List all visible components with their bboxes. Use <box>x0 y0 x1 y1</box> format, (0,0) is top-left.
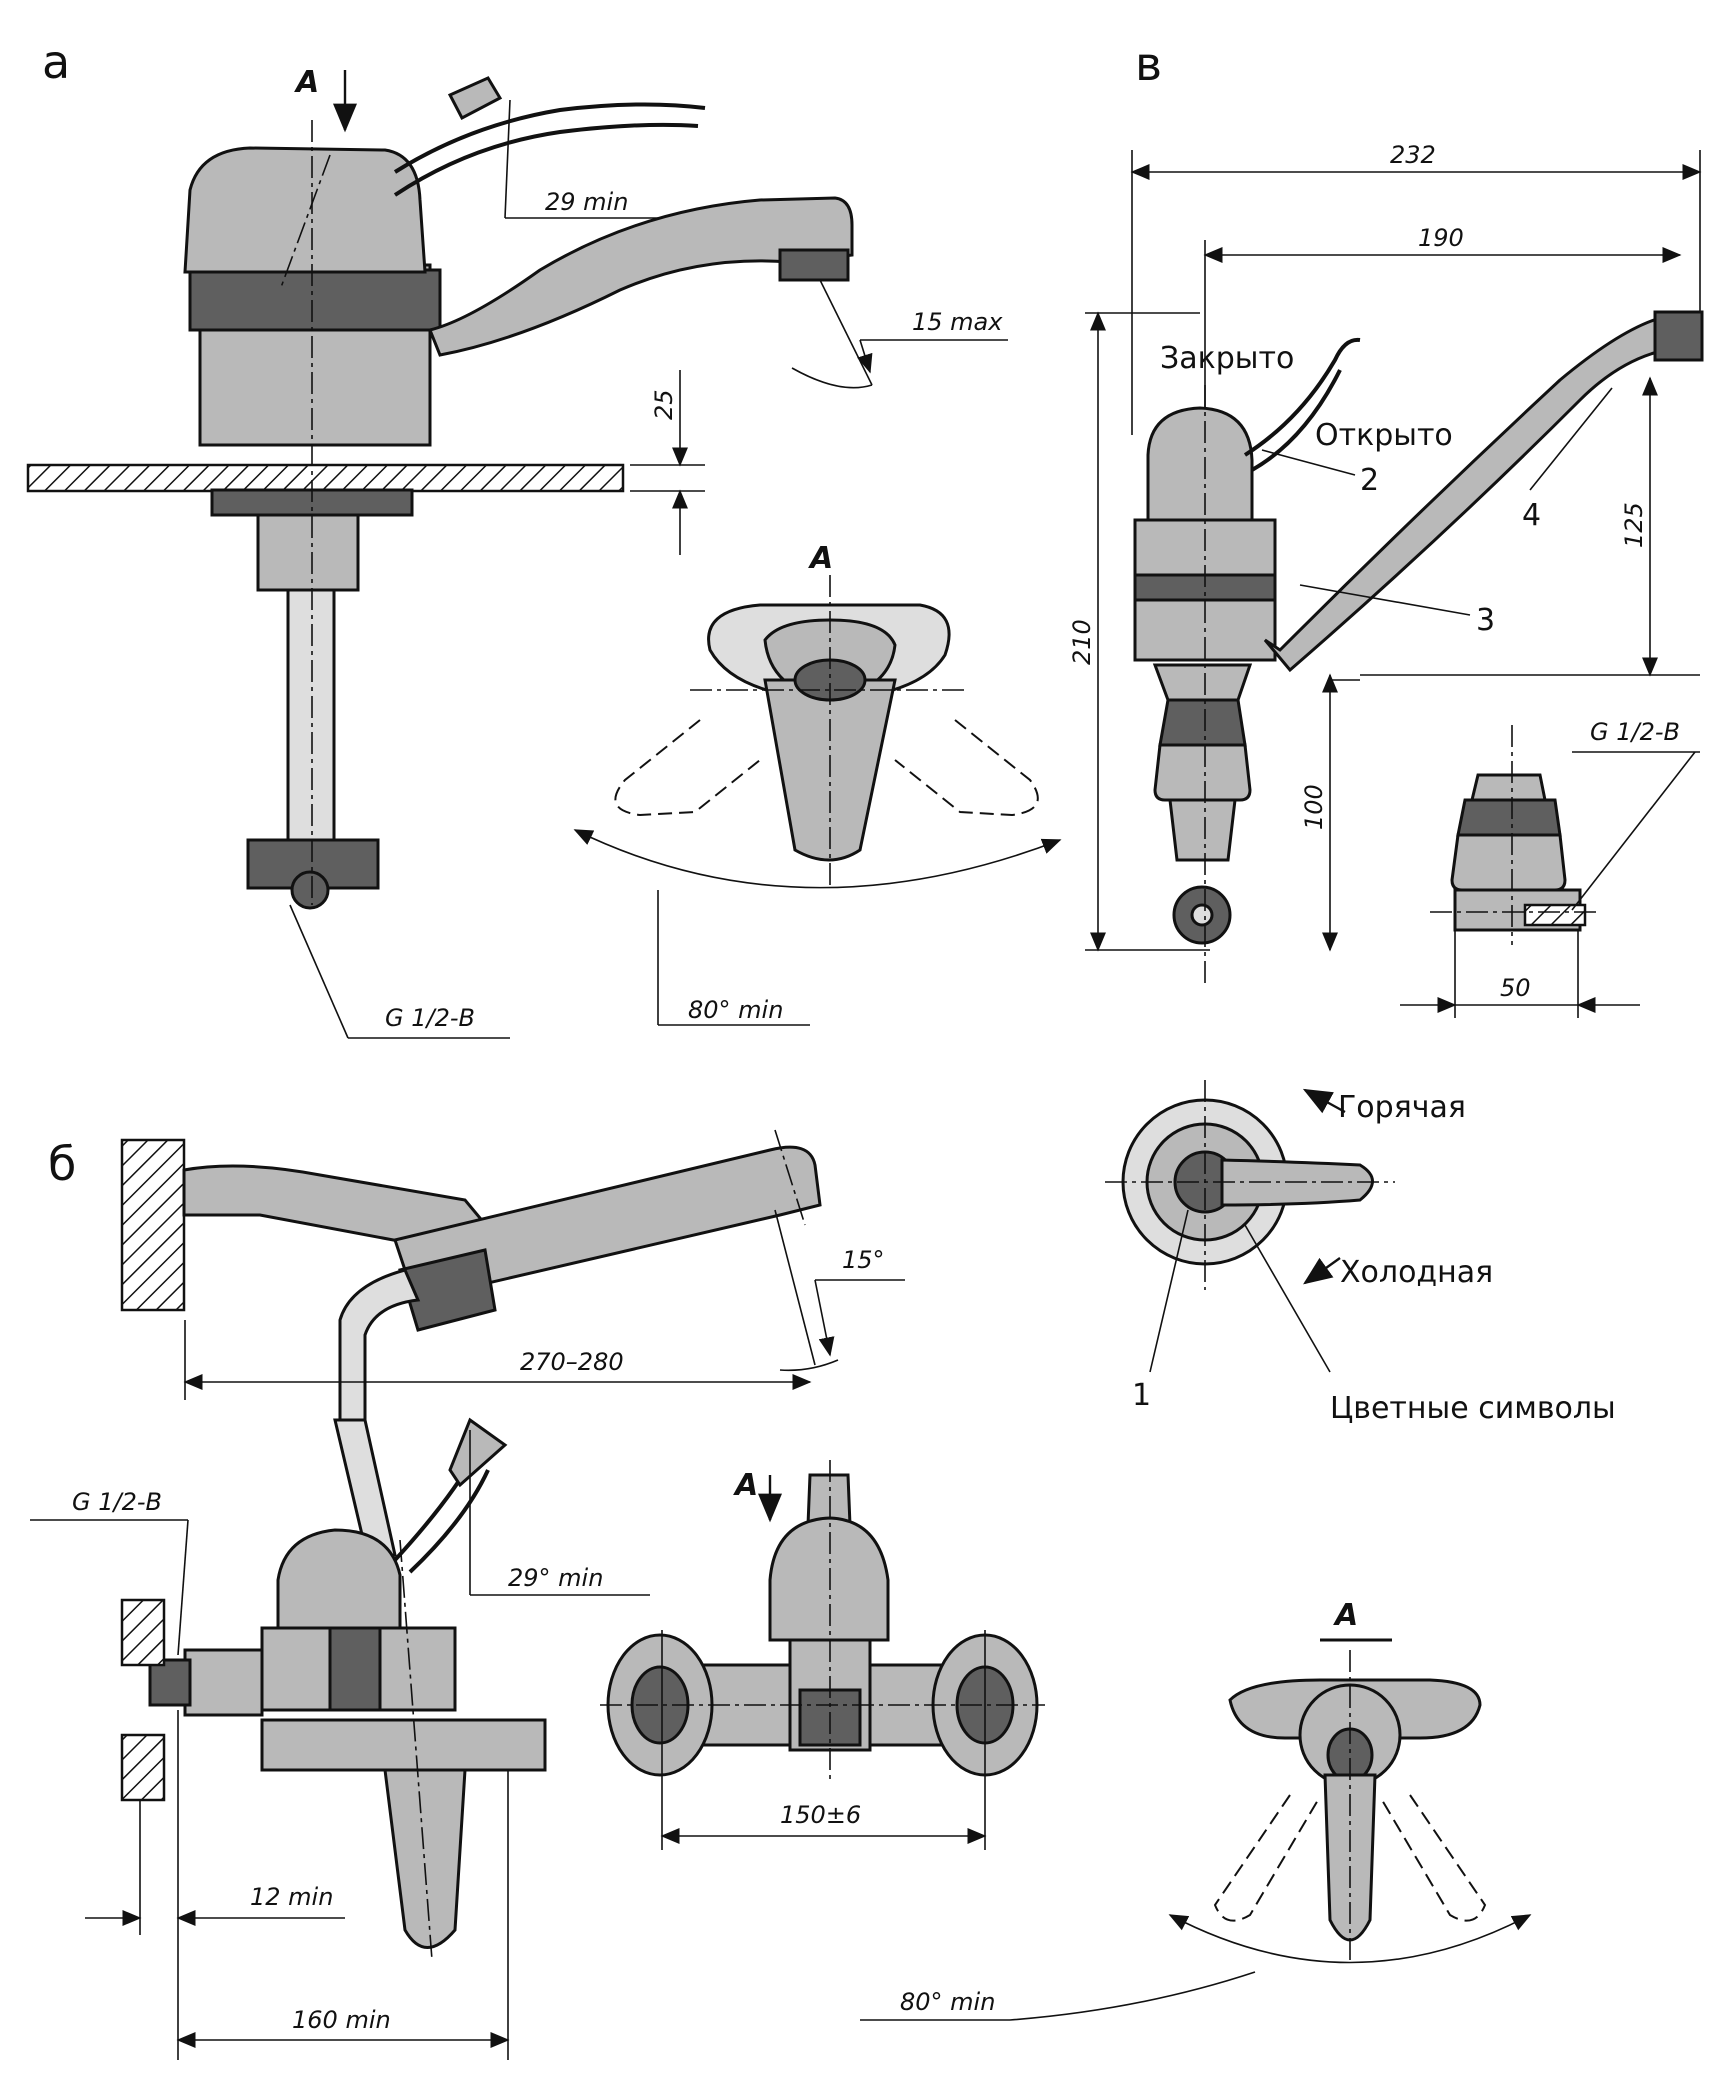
label-closed: Закрыто <box>1160 341 1294 376</box>
faucet-a-top-view: А 80° min <box>573 541 1062 1026</box>
callout-2: 2 <box>1360 463 1379 498</box>
panel-a: а А <box>26 35 1062 1039</box>
faucet-v-top-view <box>1121 1098 1374 1266</box>
faucet-b-side-view <box>148 1145 822 1949</box>
label-open: Открыто <box>1315 418 1453 453</box>
view-b-title: А <box>1333 1598 1358 1633</box>
dim-a-thread: G 1/2-B <box>385 1004 475 1032</box>
dim-a-deck-height: 25 <box>650 389 678 420</box>
dim-v-thread: G 1/2-B <box>1590 718 1680 746</box>
dim-b-thread: G 1/2-B <box>72 1488 162 1516</box>
panel-b: б 15° <box>30 1129 1532 2060</box>
callout-3: 3 <box>1476 603 1495 638</box>
dim-b-spout-angle: 15° <box>842 1246 885 1274</box>
dim-v-overall-width: 232 <box>1390 141 1436 169</box>
wall-section-lower <box>120 1733 166 1802</box>
dim-a-spout-angle: 15 max <box>912 308 1003 336</box>
dim-b-center-distance: 150±6 <box>780 1801 861 1829</box>
panel-v: в 232 190 <box>1068 37 1704 1426</box>
faucet-a-side-view <box>183 76 854 910</box>
dim-a-lever-angle: 29 min <box>545 188 628 216</box>
label-hot: Горячая <box>1338 1090 1466 1125</box>
panel-a-label: а <box>42 35 70 89</box>
panel-v-label: в <box>1135 37 1162 91</box>
view-b-marker: А <box>733 1468 758 1503</box>
dim-a-view-rotation: 80° min <box>688 996 783 1024</box>
callout-1: 1 <box>1132 1378 1151 1413</box>
wall-section-upper <box>120 1598 166 1667</box>
countertop-section <box>26 463 625 493</box>
dim-b-body-height: 160 min <box>292 2006 391 2034</box>
faucet-v-side-view <box>1133 310 1704 945</box>
label-color-symbols: Цветные символы <box>1330 1391 1616 1426</box>
label-cold: Холодная <box>1340 1255 1493 1290</box>
dim-v-overall-height: 210 <box>1068 619 1096 665</box>
dim-b-view-rotation: 80° min <box>900 1988 995 2016</box>
dim-b-spout-reach: 270–280 <box>520 1348 624 1376</box>
dim-b-wall-gap: 12 min <box>250 1883 333 1911</box>
dim-v-spout-height: 125 <box>1620 502 1648 548</box>
dim-v-spout-reach: 190 <box>1418 224 1464 252</box>
view-a-title: А <box>808 541 833 576</box>
view-a-marker: А <box>294 65 319 100</box>
wall-section-top <box>120 1138 186 1312</box>
faucet-b-front-view: А <box>606 1468 1039 1777</box>
dim-v-nut-width: 50 <box>1500 974 1531 1002</box>
panel-b-label: б <box>48 1137 76 1191</box>
dim-v-shank-height: 100 <box>1300 784 1328 830</box>
faucet-v-shank-detail <box>1450 773 1587 932</box>
dim-b-lever-angle: 29° min <box>508 1564 603 1592</box>
callout-4: 4 <box>1522 498 1541 533</box>
